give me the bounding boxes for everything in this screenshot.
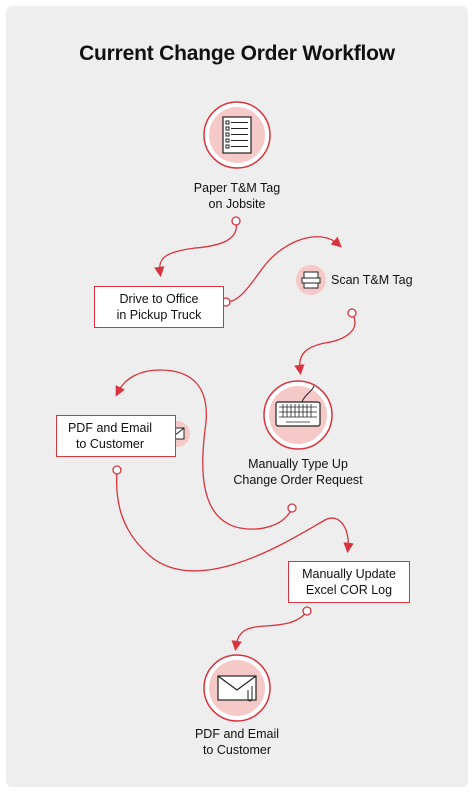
process-box: Drive to Office in Pickup Truck — [94, 286, 224, 328]
connector-start-dot — [112, 465, 122, 475]
paper-tag-icon — [203, 101, 271, 169]
connector-start-dot — [347, 308, 357, 318]
connector-start-dot — [231, 216, 241, 226]
keyboard-icon — [263, 380, 333, 450]
connector-6-7 — [231, 610, 308, 652]
step-label: PDF and Email to Customer — [194, 727, 280, 757]
step-label: Scan T&M Tag — [331, 273, 413, 287]
process-box: Manually Update Excel COR Log — [288, 561, 410, 603]
connector-start-dot — [287, 503, 297, 513]
step-label: Paper T&M Tag on Jobsite — [193, 181, 281, 211]
connector-2-3 — [225, 236, 342, 303]
page-title: Current Change Order Workflow — [79, 42, 395, 65]
connector-1-2 — [154, 220, 238, 278]
connector-3-4 — [294, 312, 356, 376]
process-box: PDF and Email to Customer — [56, 415, 176, 457]
connector-start-dot — [302, 606, 312, 616]
connector-4-5 — [115, 369, 293, 530]
step-label: Manually Type Up Change Order Request — [233, 457, 363, 487]
scanner-icon — [296, 265, 326, 295]
envelope-icon — [203, 654, 271, 722]
connector-5-6 — [115, 469, 354, 572]
